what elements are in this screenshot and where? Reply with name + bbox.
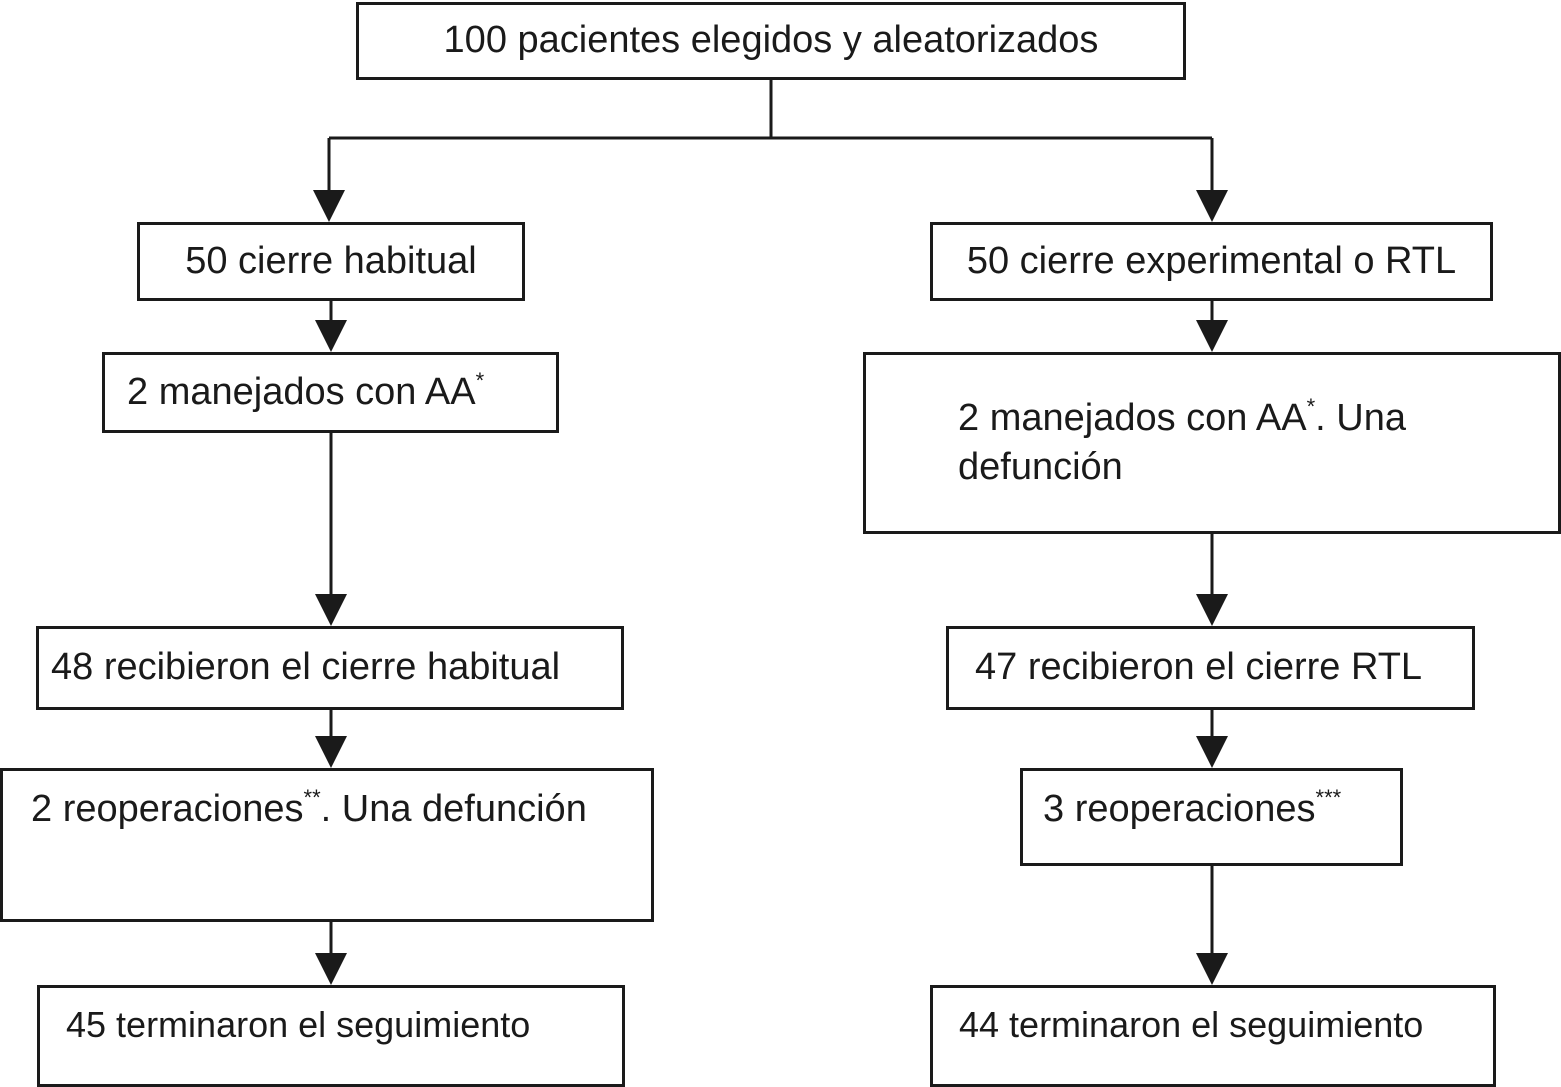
left-completed-followup-box: 45 terminaron el seguimiento bbox=[37, 985, 625, 1087]
right-reoperations-box: 3 reoperaciones*** bbox=[1020, 768, 1403, 866]
arrowhead-right-3 bbox=[1196, 594, 1228, 626]
left-received-closure-label: 48 recibieron el cierre habitual bbox=[51, 646, 561, 689]
experimental-closure-group-box: 50 cierre experimental o RTL bbox=[930, 222, 1493, 301]
right-received-closure-box: 47 recibieron el cierre RTL bbox=[946, 626, 1475, 710]
right-reoperations-label: 3 reoperaciones bbox=[1043, 788, 1316, 830]
right-managed-aa-death-label: . Una defunción bbox=[958, 396, 1406, 488]
left-managed-aa-label: 2 manejados con AA bbox=[127, 370, 476, 413]
left-reoperations-box: 2 reoperaciones**. Una defunción bbox=[0, 768, 654, 922]
right-managed-aa-label: 2 manejados con AA bbox=[958, 396, 1307, 439]
usual-closure-group-label: 50 cierre habitual bbox=[185, 239, 477, 282]
arrowhead-left-2 bbox=[315, 320, 347, 352]
left-completed-followup-label: 45 terminaron el seguimiento bbox=[66, 1004, 531, 1045]
right-reoperations-footnote-mark: *** bbox=[1315, 785, 1342, 810]
right-completed-followup-label: 44 terminaron el seguimiento bbox=[959, 1004, 1424, 1045]
left-reoperations-text: 2 reoperaciones**. Una defunción bbox=[31, 785, 587, 831]
left-reoperations-footnote-mark: ** bbox=[303, 785, 321, 810]
left-managed-aa-box: 2 manejados con AA* bbox=[102, 352, 559, 433]
arrowhead-left-3 bbox=[315, 594, 347, 626]
usual-closure-group-box: 50 cierre habitual bbox=[137, 222, 525, 301]
arrowhead-right-5 bbox=[1196, 953, 1228, 985]
right-managed-aa-footnote-mark: * bbox=[1306, 393, 1316, 419]
right-completed-followup-box: 44 terminaron el seguimiento bbox=[930, 985, 1496, 1087]
left-reoperations-label: 2 reoperaciones bbox=[31, 788, 304, 830]
right-managed-aa-text: 2 manejados con AA*. Una defunción bbox=[958, 394, 1478, 493]
arrowhead-left-1 bbox=[313, 190, 345, 222]
arrowhead-right-4 bbox=[1196, 736, 1228, 768]
arrowhead-right-2 bbox=[1196, 320, 1228, 352]
arrowhead-right-1 bbox=[1196, 190, 1228, 222]
arrowhead-left-5 bbox=[315, 953, 347, 985]
left-managed-aa-footnote-mark: * bbox=[475, 367, 485, 393]
left-reoperations-death-label: . Una defunción bbox=[320, 788, 587, 830]
arrowhead-left-4 bbox=[315, 736, 347, 768]
randomized-patients-label: 100 pacientes elegidos y aleatorizados bbox=[443, 19, 1099, 62]
right-reoperations-text: 3 reoperaciones*** bbox=[1043, 785, 1342, 831]
right-received-closure-label: 47 recibieron el cierre RTL bbox=[975, 646, 1423, 689]
experimental-closure-group-label: 50 cierre experimental o RTL bbox=[966, 239, 1457, 282]
randomized-patients-box: 100 pacientes elegidos y aleatorizados bbox=[356, 2, 1186, 80]
left-managed-aa-text: 2 manejados con AA* bbox=[127, 368, 484, 417]
right-managed-aa-box: 2 manejados con AA*. Una defunción bbox=[863, 352, 1561, 534]
left-received-closure-box: 48 recibieron el cierre habitual bbox=[36, 626, 624, 710]
